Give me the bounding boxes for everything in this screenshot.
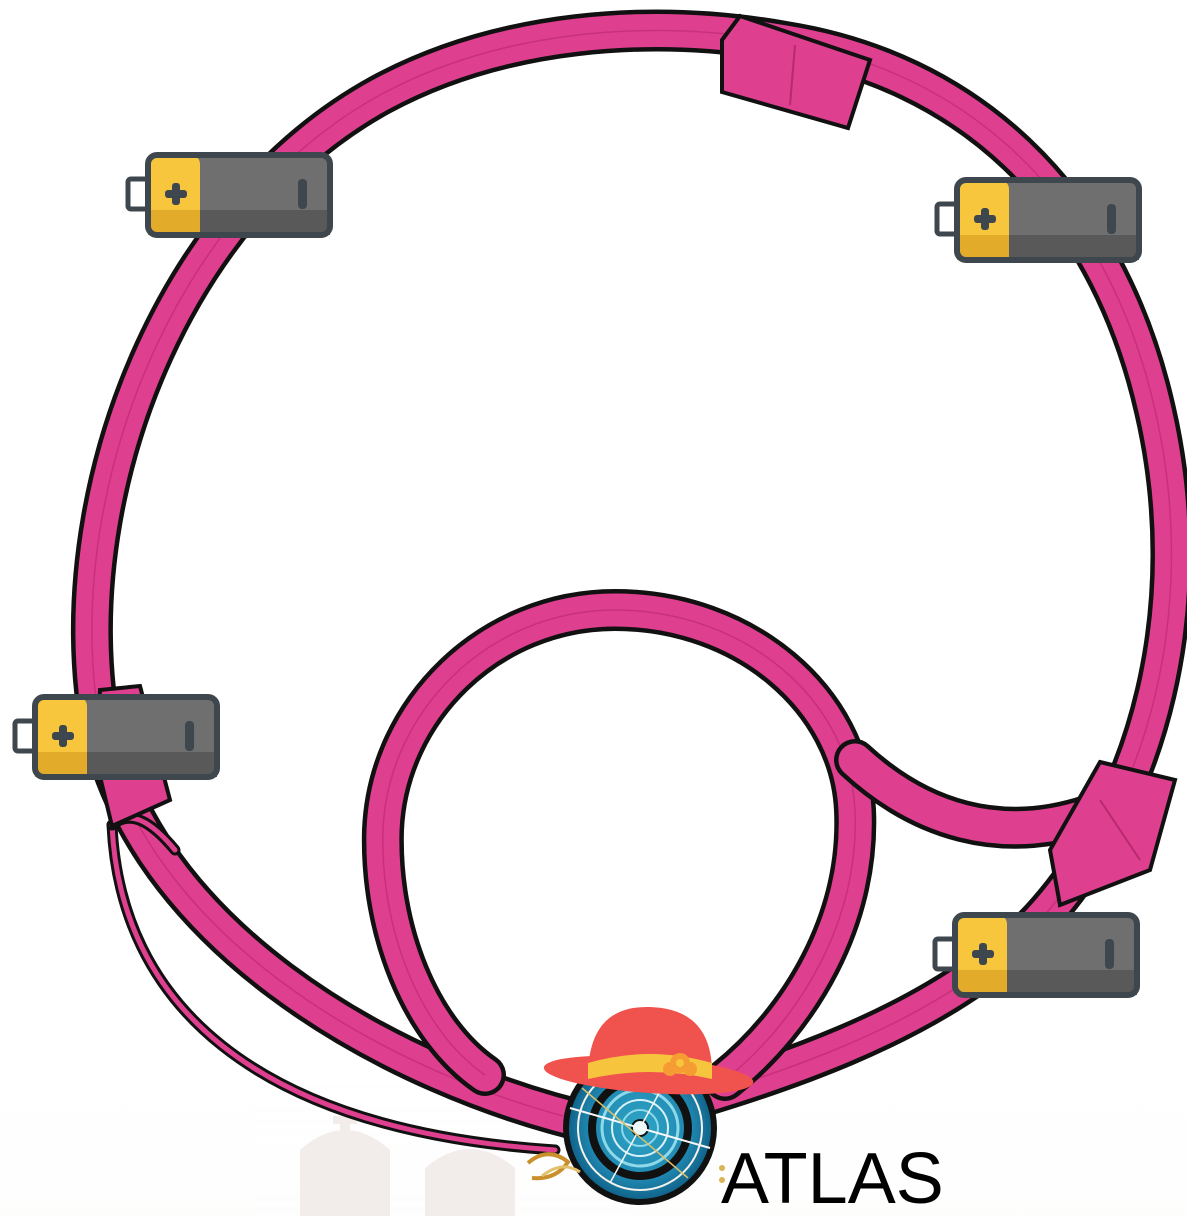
battery-bottom-right bbox=[932, 912, 1140, 998]
left-transfer-line bbox=[106, 812, 561, 1156]
track-joint-top bbox=[720, 13, 873, 131]
track-joint-right bbox=[1047, 759, 1178, 908]
detector-label: ATLAS bbox=[721, 1139, 944, 1219]
battery-top-right bbox=[934, 177, 1142, 263]
inner-track bbox=[361, 589, 877, 1101]
right-connector-line bbox=[834, 739, 1111, 849]
battery-top-left bbox=[125, 152, 333, 238]
battery-left bbox=[12, 694, 220, 780]
red-hat-icon bbox=[543, 1006, 754, 1095]
